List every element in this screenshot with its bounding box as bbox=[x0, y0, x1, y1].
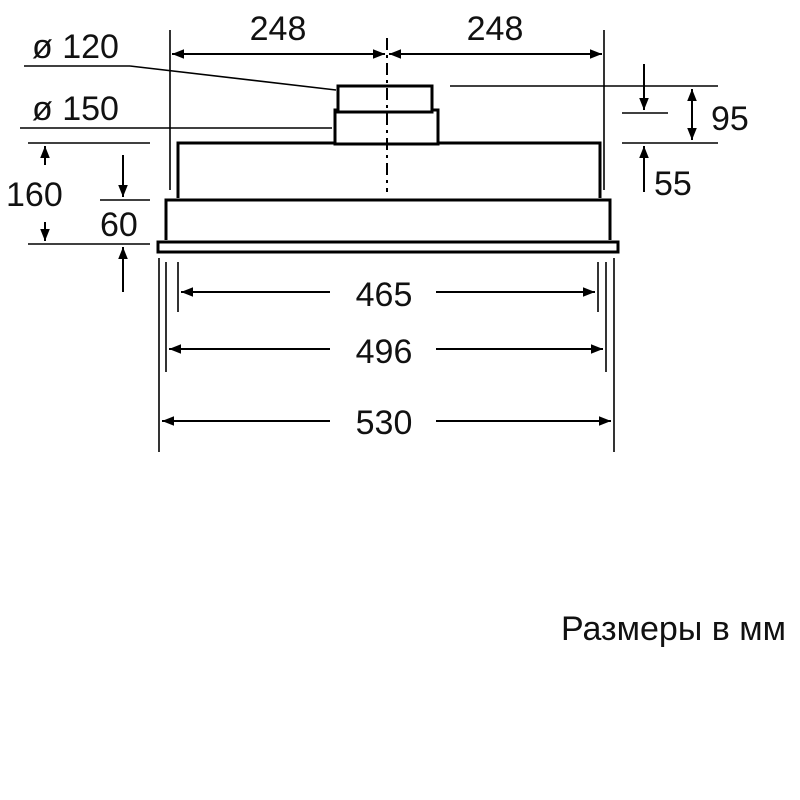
label-width-465: 465 bbox=[356, 276, 413, 314]
dim-top-widths: 248 248 bbox=[169, 10, 605, 190]
label-height-55: 55 bbox=[654, 165, 692, 203]
label-dia-120: ø 120 bbox=[32, 28, 119, 66]
label-height-160: 160 bbox=[6, 176, 63, 214]
hood-outline bbox=[156, 38, 620, 254]
label-dia-150: ø 150 bbox=[32, 90, 119, 128]
label-top-left: 248 bbox=[250, 10, 307, 48]
label-width-530: 530 bbox=[356, 404, 413, 442]
dim-diameters: ø 120 ø 150 bbox=[20, 28, 337, 129]
dim-left-heights: 160 60 bbox=[6, 142, 150, 292]
units-caption: Размеры в мм bbox=[561, 610, 786, 648]
dim-right-heights: 95 55 bbox=[450, 64, 749, 203]
dim-bottom-widths: 465 496 530 bbox=[158, 258, 615, 452]
hood-lower-box bbox=[164, 198, 612, 240]
label-height-95: 95 bbox=[711, 100, 749, 138]
label-top-right: 248 bbox=[467, 10, 524, 48]
leader-dia-120-slant bbox=[129, 65, 337, 91]
hood-base-plate bbox=[156, 240, 620, 254]
duct-collar-inner bbox=[336, 84, 434, 114]
label-width-496: 496 bbox=[356, 333, 413, 371]
label-height-60: 60 bbox=[100, 206, 138, 244]
